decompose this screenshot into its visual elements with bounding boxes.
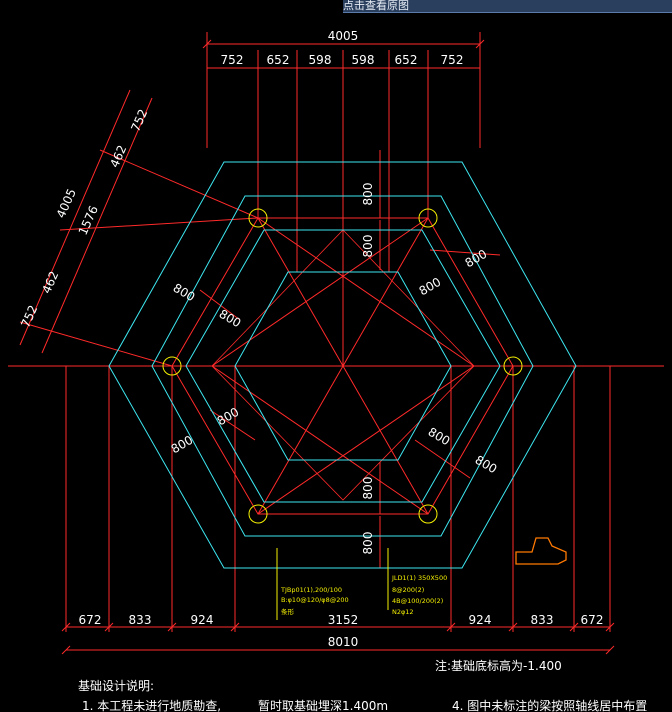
bottom-dim-2: 833	[129, 613, 152, 627]
top-dim-1: 752	[221, 53, 244, 67]
bottom-overall-dim: 8010	[328, 635, 359, 649]
column-3	[503, 356, 523, 376]
columns	[162, 208, 523, 524]
column-4	[418, 504, 438, 524]
design-notes-heading: 基础设计说明:	[78, 678, 154, 693]
beam-note-right-4: N2φ12	[392, 608, 414, 616]
label-800-8: 800	[169, 433, 196, 457]
beam-note-left-1: TJBp01(1),200/100	[280, 586, 342, 594]
star-line-1	[257, 217, 475, 367]
top-dim-4: 598	[352, 53, 375, 67]
label-800-10: 800	[417, 275, 444, 299]
inner-hexagon-a	[185, 229, 501, 503]
label-800-9: 800	[463, 247, 490, 271]
mid-hexagon	[151, 195, 534, 537]
beam-note-left-3: 条形	[281, 607, 295, 616]
bottom-dimension-chain: 672 833 924 3152 924 833 672 8010	[61, 613, 615, 655]
bottom-dim-6: 833	[531, 613, 554, 627]
label-800-6: 800	[217, 307, 244, 331]
left-dim-5: 752	[18, 303, 40, 330]
label-800-2: 800	[361, 235, 375, 258]
left-dimension-chain: 4005 752 462 1576 462 752	[18, 89, 153, 354]
inner-hexagon-b	[234, 271, 452, 461]
bottom-dim-5: 924	[469, 613, 492, 627]
bottom-dim-1: 672	[79, 613, 102, 627]
design-note-2: 暂时取基础埋深1.400m	[258, 699, 388, 712]
top-dim-5: 652	[395, 53, 418, 67]
bottom-dim-4: 3152	[328, 613, 359, 627]
design-note-1: 1. 本工程未进行地质勘查,	[82, 698, 221, 712]
base-elevation-note: 注:基础底标高为-1.400	[435, 658, 562, 673]
foundation-outlines	[108, 161, 577, 569]
left-dim-2: 462	[107, 143, 129, 170]
label-800-3: 800	[361, 477, 375, 500]
axis-lines	[8, 32, 664, 632]
label-800-4: 800	[361, 532, 375, 555]
title-bar-text: 点击查看原图	[343, 0, 409, 12]
beam-note-left-2: B:φ10@120/φ8@200	[281, 596, 349, 604]
bottom-dim-7: 672	[581, 613, 604, 627]
label-800-12: 800	[473, 453, 500, 477]
left-dim-4: 462	[39, 269, 61, 296]
outer-hexagon	[108, 161, 577, 569]
inner-star-a	[211, 229, 475, 501]
star-line-2	[211, 217, 429, 367]
top-dim-2: 652	[267, 53, 290, 67]
column-5	[248, 504, 268, 524]
column-2	[418, 208, 438, 228]
beam-note-right-3: 4B@100/200(2)	[392, 597, 443, 605]
beam-note-right-2: 8@200(2)	[392, 586, 424, 594]
left-dim-1: 752	[128, 107, 150, 134]
beam-note-right-1: JLD1(1) 350X500	[391, 574, 447, 582]
column-6	[162, 356, 182, 376]
design-note-3: 4. 图中未标注的梁按照轴线居中布置	[452, 698, 647, 712]
label-800-5: 800	[171, 281, 198, 305]
star-line-3	[257, 365, 475, 515]
orange-annotation-mark	[515, 537, 567, 565]
column-1	[248, 208, 268, 228]
title-bar: 点击查看原图	[343, 0, 672, 13]
label-800-11: 800	[426, 425, 453, 449]
left-dim-3: 1576	[76, 204, 101, 238]
top-dim-3: 598	[309, 53, 332, 67]
beam-annotations: TJBp01(1),200/100 B:φ10@120/φ8@200 条形 JL…	[276, 548, 447, 620]
bottom-dim-3: 924	[191, 613, 214, 627]
top-dimension-chain: 4005 752 652 598 598 652 752	[202, 29, 485, 69]
star-line-4	[211, 365, 429, 515]
label-800-1: 800	[361, 183, 375, 206]
left-overall-dim: 4005	[54, 187, 79, 221]
top-overall-dim: 4005	[328, 29, 359, 43]
label-800-7: 800	[215, 405, 242, 429]
top-dim-6: 752	[441, 53, 464, 67]
